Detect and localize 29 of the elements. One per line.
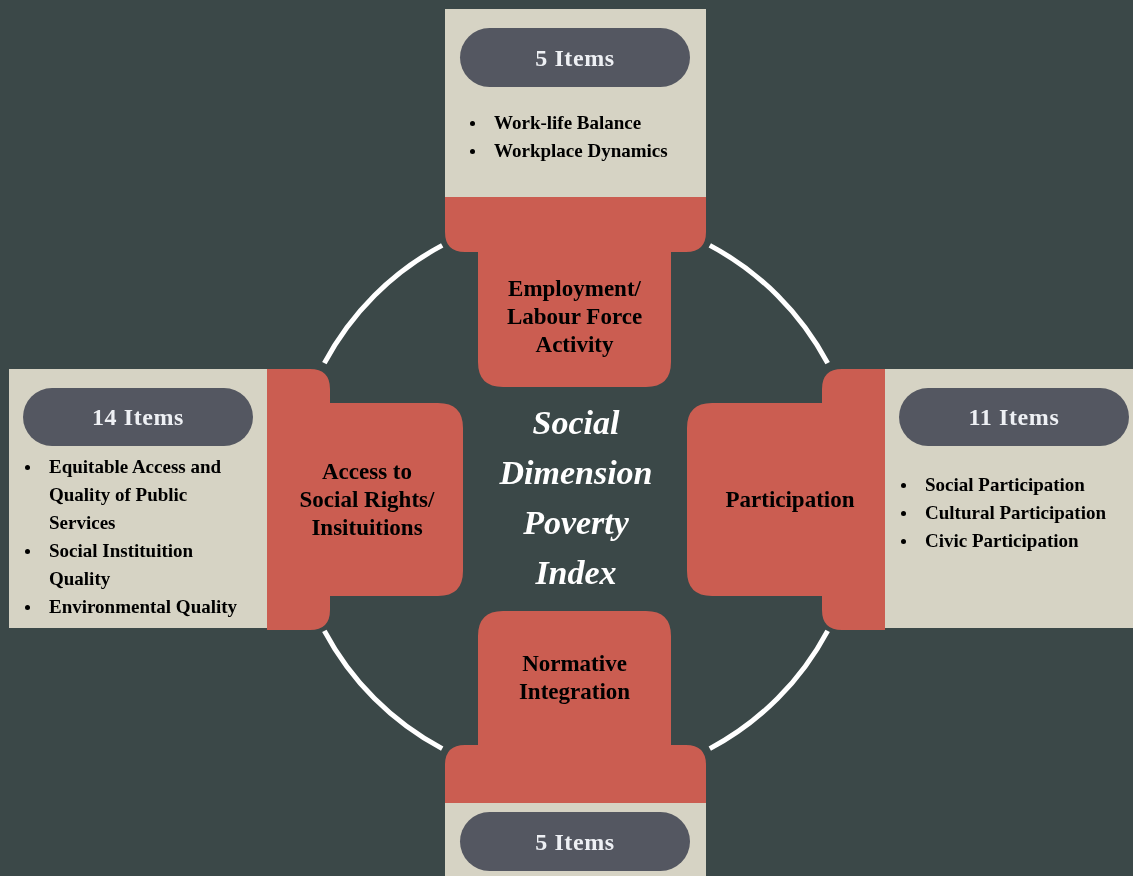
dimension-label: Participation: [724, 485, 856, 514]
info-panel: [885, 369, 1133, 628]
count-pill: 5 Items: [460, 28, 690, 87]
center-title: Social Dimension Poverty Index: [498, 403, 654, 593]
info-panel: [9, 369, 267, 628]
dimension-label: Access to Social Rights/ Insituitions: [298, 457, 436, 542]
ring-arc: [708, 243, 830, 365]
list-item-text: Civic Participation: [925, 529, 1079, 553]
count-pill: 11 Items: [899, 388, 1129, 446]
ring-arc: [322, 629, 444, 751]
list-item-text: Work-life Balance: [494, 111, 642, 135]
dimension-label: Normative Integration: [517, 650, 632, 706]
list-item-text: Workplace Dynamics: [494, 139, 668, 163]
list-item-text: Equitable Access and Quality of Public Services: [49, 455, 223, 535]
dimension-label: Employment/ Labour Force Activity: [505, 275, 644, 359]
list-item-text: Social Instituition Quality: [49, 539, 195, 591]
dimension-tab: [445, 197, 706, 387]
ring-arc: [322, 243, 444, 365]
info-panel: [445, 9, 706, 197]
list-item-text: Environmental Quality: [49, 595, 238, 619]
dimension-tab: [687, 369, 885, 630]
count-pill: 14 Items: [23, 388, 253, 446]
info-panel: [445, 803, 706, 876]
dimension-tab: [267, 369, 463, 630]
dimension-tab: [445, 611, 706, 803]
list-item-text: Cultural Participation: [925, 501, 1107, 525]
ring-arc: [708, 629, 830, 751]
count-pill: 5 Items: [460, 812, 690, 871]
list-item-text: Social Participation: [925, 473, 1085, 497]
